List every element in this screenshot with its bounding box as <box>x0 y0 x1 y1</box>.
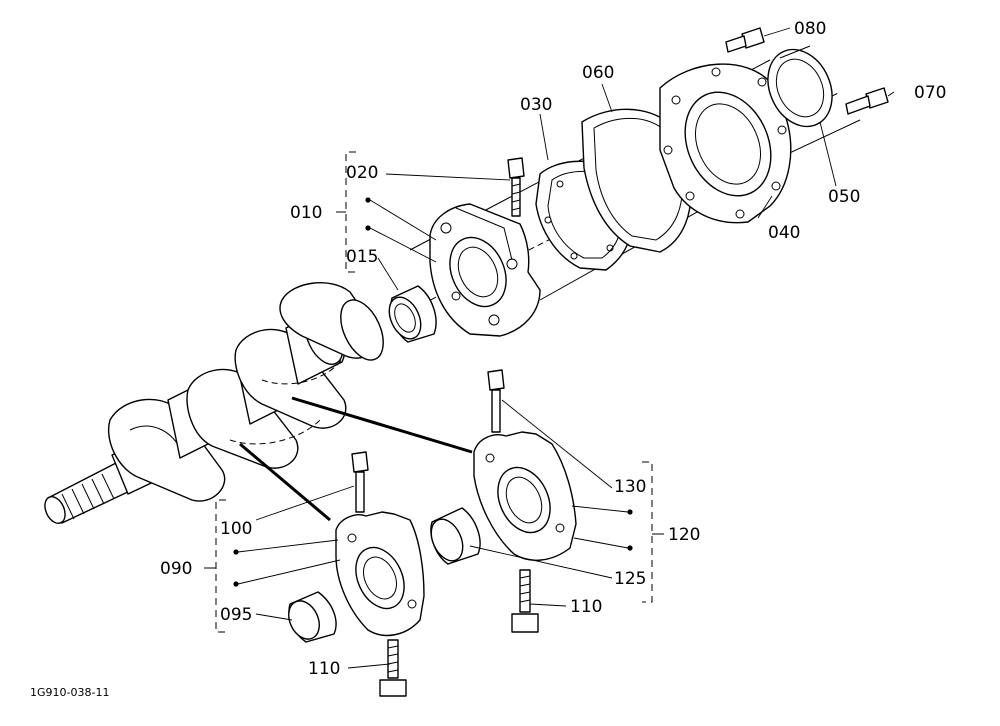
bolt-070 <box>845 87 889 115</box>
bullet-dots <box>233 197 633 587</box>
label-040: 040 <box>768 223 800 243</box>
label-015: 015 <box>346 247 378 267</box>
main-bearing-case-upper <box>429 203 541 337</box>
bolt-110-upper <box>511 569 539 633</box>
label-110-lower: 110 <box>308 659 340 679</box>
label-130: 130 <box>614 477 646 497</box>
label-080: 080 <box>794 19 826 39</box>
main-bearing-case-090 <box>335 511 425 637</box>
label-125: 125 <box>614 569 646 589</box>
bearing-095 <box>288 591 337 643</box>
bearing-housing-040 <box>659 63 792 224</box>
bolt-100 <box>351 451 369 513</box>
label-120: 120 <box>668 525 700 545</box>
part-labels: 010 015 020 030 040 050 060 070 080 090 … <box>160 19 946 679</box>
crankshaft <box>44 282 384 524</box>
location-lines <box>239 396 473 522</box>
label-050: 050 <box>828 187 860 207</box>
label-070: 070 <box>914 83 946 103</box>
bolt-110-lower <box>379 639 407 697</box>
main-bearing-case-120 <box>473 431 577 561</box>
label-010: 010 <box>290 203 322 223</box>
drawing-code: 1G910-038-11 <box>30 686 109 699</box>
oil-seal-050 <box>767 45 833 128</box>
label-030: 030 <box>520 95 552 115</box>
label-100: 100 <box>220 519 252 539</box>
group-brackets <box>204 151 664 633</box>
bearing-125 <box>430 507 481 565</box>
label-060: 060 <box>582 63 614 83</box>
leader-lines <box>237 27 895 669</box>
label-110-upper: 110 <box>570 597 602 617</box>
bolt-080 <box>725 27 765 53</box>
bolt-130 <box>487 369 505 433</box>
label-090: 090 <box>160 559 192 579</box>
bolt-020 <box>507 157 525 217</box>
label-095: 095 <box>220 605 252 625</box>
bearing-015 <box>388 285 437 343</box>
label-020: 020 <box>346 163 378 183</box>
